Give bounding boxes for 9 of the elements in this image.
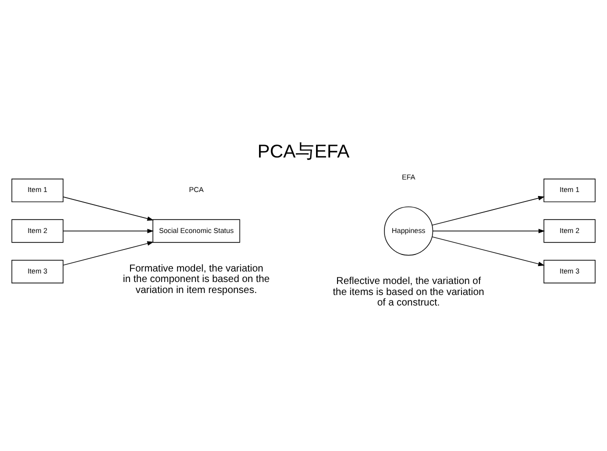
diagram-title: PCA与EFA bbox=[258, 140, 350, 162]
arrow bbox=[62, 228, 154, 234]
arrow bbox=[432, 236, 545, 266]
arrow bbox=[432, 228, 545, 234]
label: Formative model, the variation in the component is based on the variation in item responses. bbox=[122, 263, 270, 296]
arrow bbox=[432, 196, 545, 226]
arrow bbox=[62, 196, 154, 221]
label: Reflective model, the variation of the items is based on the variation of a construct. bbox=[332, 276, 484, 309]
arrow bbox=[62, 241, 154, 266]
